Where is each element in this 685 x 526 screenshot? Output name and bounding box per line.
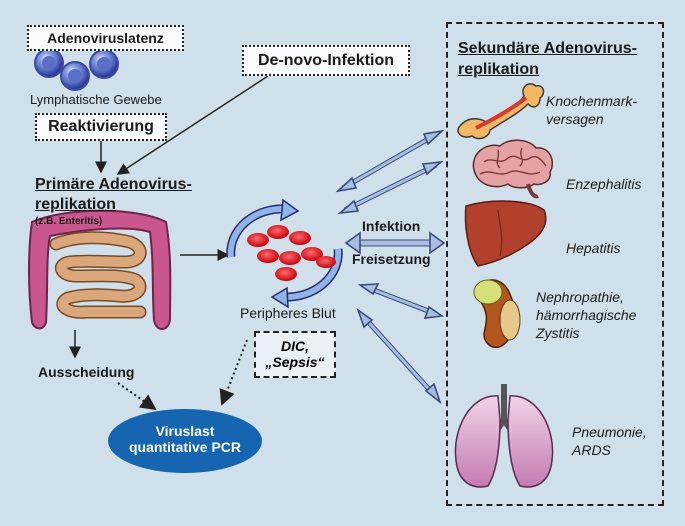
tissue-label: Lymphatische Gewebe — [30, 92, 162, 107]
de-novo-box: De-novo-Infektion — [242, 45, 410, 76]
brain-icon — [472, 139, 554, 199]
blood-circulation-icon — [226, 198, 343, 309]
organ-bone-marrow-1: Knochenmark- — [546, 93, 638, 109]
viral-load-line2: quantitative PCR — [128, 439, 241, 455]
blood-label: Peripheres Blut — [240, 305, 336, 321]
latency-box: Adenoviruslatenz — [27, 25, 184, 51]
primary-title-1: Primäre Adenovirus- — [35, 176, 192, 193]
secondary-title-1: Sekundäre Adenovirus- — [458, 40, 638, 57]
organ-kidney-1: Nephropathie, — [536, 289, 624, 305]
secondary-box — [446, 22, 664, 506]
kidney-icon — [473, 279, 521, 349]
arrow-de-novo — [116, 75, 269, 175]
organ-liver: Hepatitis — [566, 240, 621, 256]
lungs-icon — [454, 384, 554, 488]
double-arrows — [335, 129, 446, 405]
dic-box: DIC, „Sepsis“ — [254, 331, 336, 378]
secondary-title-2: replikation — [458, 61, 539, 78]
exchange-infection: Infektion — [362, 218, 421, 234]
latency-label: Adenoviruslatenz — [47, 30, 164, 46]
dotted-arrow-blood-load — [219, 339, 248, 406]
excretion-label: Ausscheidung — [38, 364, 135, 380]
viral-load-ellipse: Viruslast quantitative PCR — [108, 409, 262, 473]
de-novo-label: De-novo-Infektion — [258, 52, 394, 69]
liver-icon — [464, 200, 547, 267]
dic-line1: DIC, — [281, 338, 309, 354]
lymphocyte-icon — [34, 48, 119, 91]
reactivation-box: Reaktivierung — [35, 113, 167, 141]
reactivation-label: Reaktivierung — [48, 118, 154, 135]
primary-title-2: replikation — [35, 196, 116, 213]
bone-icon — [457, 83, 545, 140]
dotted-arrow-excretion-load — [117, 382, 157, 411]
organ-kidney-3: Zystitis — [536, 325, 580, 341]
organ-kidney-2: hämorrhagische — [536, 307, 637, 323]
primary-example: (z.B. Enteritis) — [35, 216, 103, 227]
dic-line2: „Sepsis“ — [265, 354, 325, 370]
exchange-release: Freisetzung — [352, 251, 431, 267]
viral-load-line1: Viruslast — [155, 423, 215, 439]
organ-brain: Enzephalitis — [566, 176, 642, 192]
organ-bone-marrow-2: versagen — [546, 111, 604, 127]
intestine-icon — [28, 209, 172, 330]
organ-lungs-2: ARDS — [572, 442, 611, 458]
organ-lungs-1: Pneumonie, — [572, 424, 647, 440]
